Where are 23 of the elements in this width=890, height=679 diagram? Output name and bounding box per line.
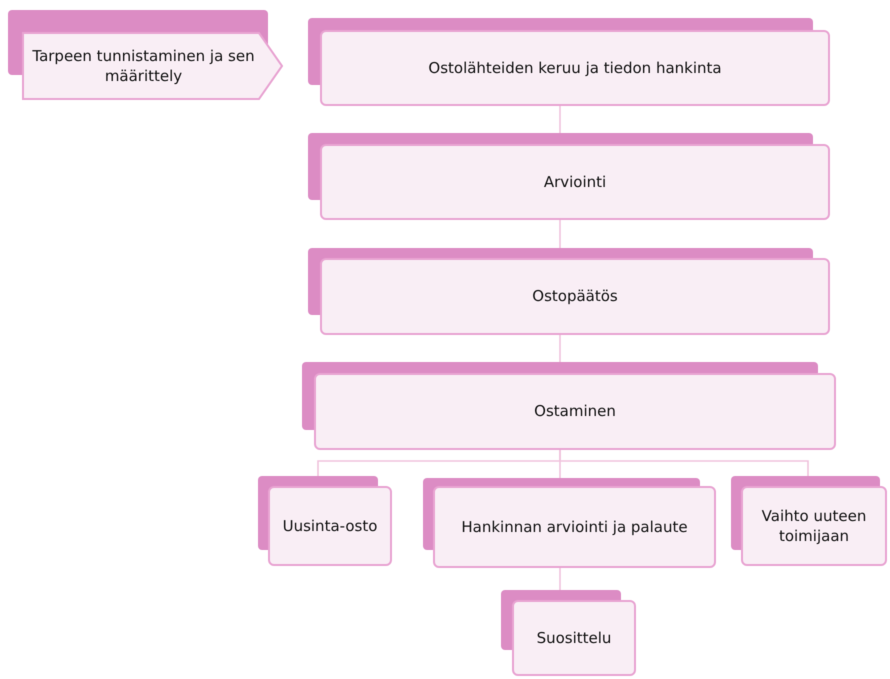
box-label: Ostopäätös bbox=[532, 286, 618, 307]
process-box bbox=[501, 590, 636, 676]
process-box bbox=[308, 133, 830, 220]
connector-line bbox=[559, 450, 809, 476]
box-label: Suosittelu bbox=[536, 628, 612, 648]
process-box bbox=[258, 476, 392, 566]
box-label: Uusinta-osto bbox=[282, 516, 378, 536]
process-box bbox=[731, 476, 887, 566]
process-box bbox=[308, 18, 830, 106]
box-label: Tarpeen tunnistaminen ja sen määrittely bbox=[31, 46, 256, 86]
connector-line bbox=[559, 106, 561, 133]
box-label: Vaihto uuteen toimijaan bbox=[760, 506, 868, 546]
box-label: Ostolähteiden keruu ja tiedon hankinta bbox=[428, 58, 722, 78]
connector-line bbox=[559, 220, 561, 248]
process-box bbox=[423, 478, 716, 568]
process-box bbox=[308, 248, 830, 335]
process-box bbox=[302, 362, 836, 450]
connector-line bbox=[559, 568, 561, 590]
process-box bbox=[8, 10, 283, 100]
connector-line bbox=[559, 335, 561, 362]
box-label: Ostaminen bbox=[534, 401, 616, 422]
box-label: Arviointi bbox=[544, 172, 606, 192]
box-label: Hankinnan arviointi ja palaute bbox=[461, 516, 688, 538]
